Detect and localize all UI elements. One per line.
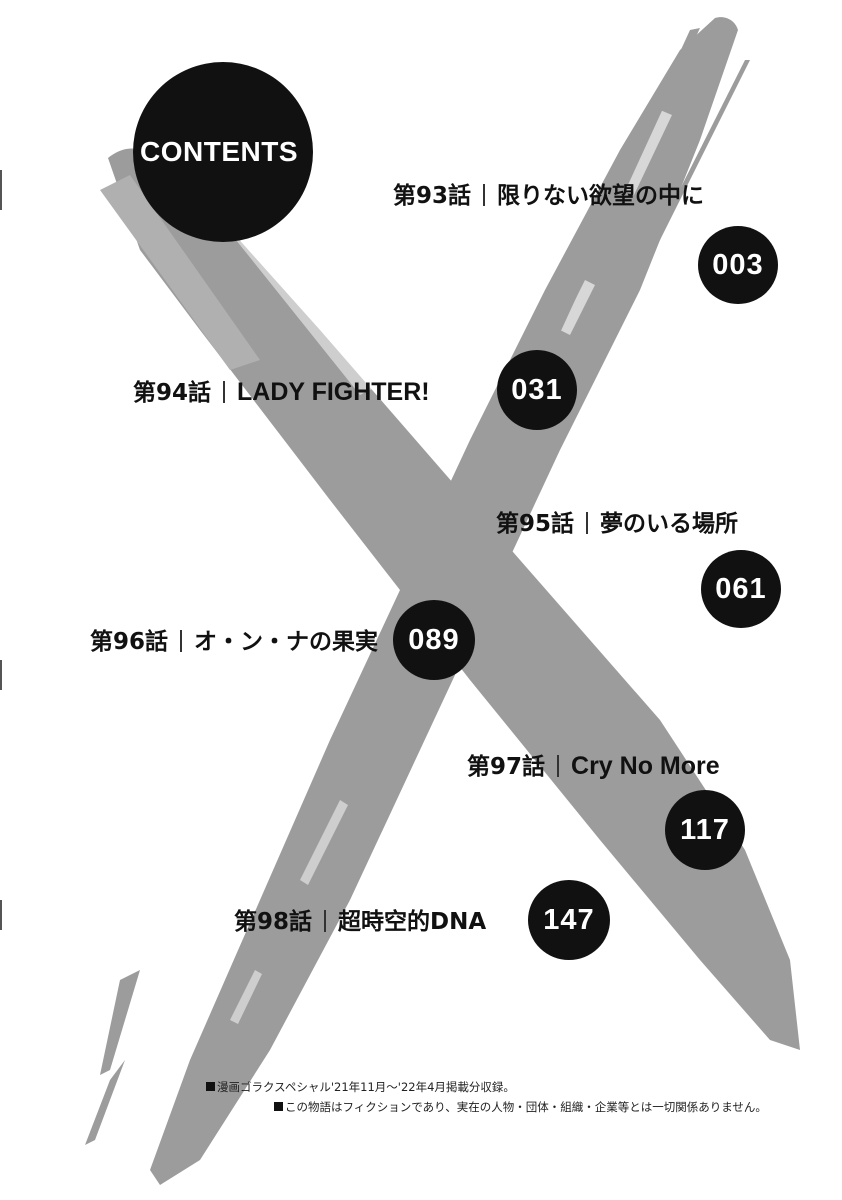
episode-title: 限りない欲望の中に	[497, 183, 705, 209]
page-number: 061	[715, 572, 767, 605]
page-number-badge[interactable]: 147	[528, 880, 610, 960]
footer-note-fiction: この物語はフィクションであり、実在の人物・団体・組織・企業等とは一切関係ありませ…	[274, 1099, 767, 1115]
page-title: CONTENTS	[140, 136, 298, 167]
footer-note-serialization: 漫画ゴラクスペシャル'21年11月〜'22年4月掲載分収録。	[206, 1079, 515, 1095]
page-number-badge[interactable]: 089	[393, 600, 475, 680]
separator	[223, 381, 226, 403]
page-number-badge[interactable]: 061	[701, 550, 781, 628]
episode-number: 第96話	[90, 629, 169, 655]
toc-entry[interactable]: 第93話限りない欲望の中に	[393, 184, 704, 208]
page-number: 147	[543, 903, 595, 936]
contents-badge: CONTENTS	[133, 62, 313, 242]
toc-entry[interactable]: 第96話オ・ン・ナの果実	[90, 630, 378, 654]
episode-number: 第93話	[393, 183, 472, 209]
edge-mark	[0, 660, 2, 690]
page-number-badge[interactable]: 003	[698, 226, 778, 304]
episode-title: 超時空的DNA	[338, 909, 487, 935]
episode-number: 第95話	[496, 511, 575, 537]
page-number: 089	[408, 623, 460, 656]
square-bullet-icon	[206, 1082, 215, 1091]
episode-number: 第94話	[133, 380, 212, 406]
episode-number: 第97話	[467, 754, 546, 780]
square-bullet-icon	[274, 1102, 283, 1111]
page-number: 031	[511, 373, 563, 406]
page-number: 117	[680, 813, 730, 846]
separator	[324, 910, 327, 932]
separator	[586, 512, 589, 534]
episode-title: Cry No More	[571, 752, 720, 780]
separator	[483, 184, 486, 206]
toc-entry[interactable]: 第97話 Cry No More	[467, 754, 720, 779]
page-number: 003	[712, 248, 764, 281]
toc-entry[interactable]: 第94話 LADY FIGHTER!	[133, 380, 430, 405]
separator	[557, 755, 560, 777]
episode-title: LADY FIGHTER!	[237, 378, 430, 406]
toc-entry[interactable]: 第98話超時空的DNA	[234, 910, 486, 934]
footer-line-2: この物語はフィクションであり、実在の人物・団体・組織・企業等とは一切関係ありませ…	[285, 1100, 767, 1114]
episode-number: 第98話	[234, 909, 313, 935]
episode-title: 夢のいる場所	[600, 511, 739, 537]
footer-line-1: 漫画ゴラクスペシャル'21年11月〜'22年4月掲載分収録。	[217, 1080, 515, 1094]
separator	[180, 630, 183, 652]
edge-mark	[0, 900, 2, 930]
page-number-badge[interactable]: 117	[665, 790, 745, 870]
toc-entry[interactable]: 第95話夢のいる場所	[496, 512, 738, 536]
edge-mark	[0, 170, 2, 210]
episode-title: オ・ン・ナの果実	[194, 629, 379, 655]
page-number-badge[interactable]: 031	[497, 350, 577, 430]
